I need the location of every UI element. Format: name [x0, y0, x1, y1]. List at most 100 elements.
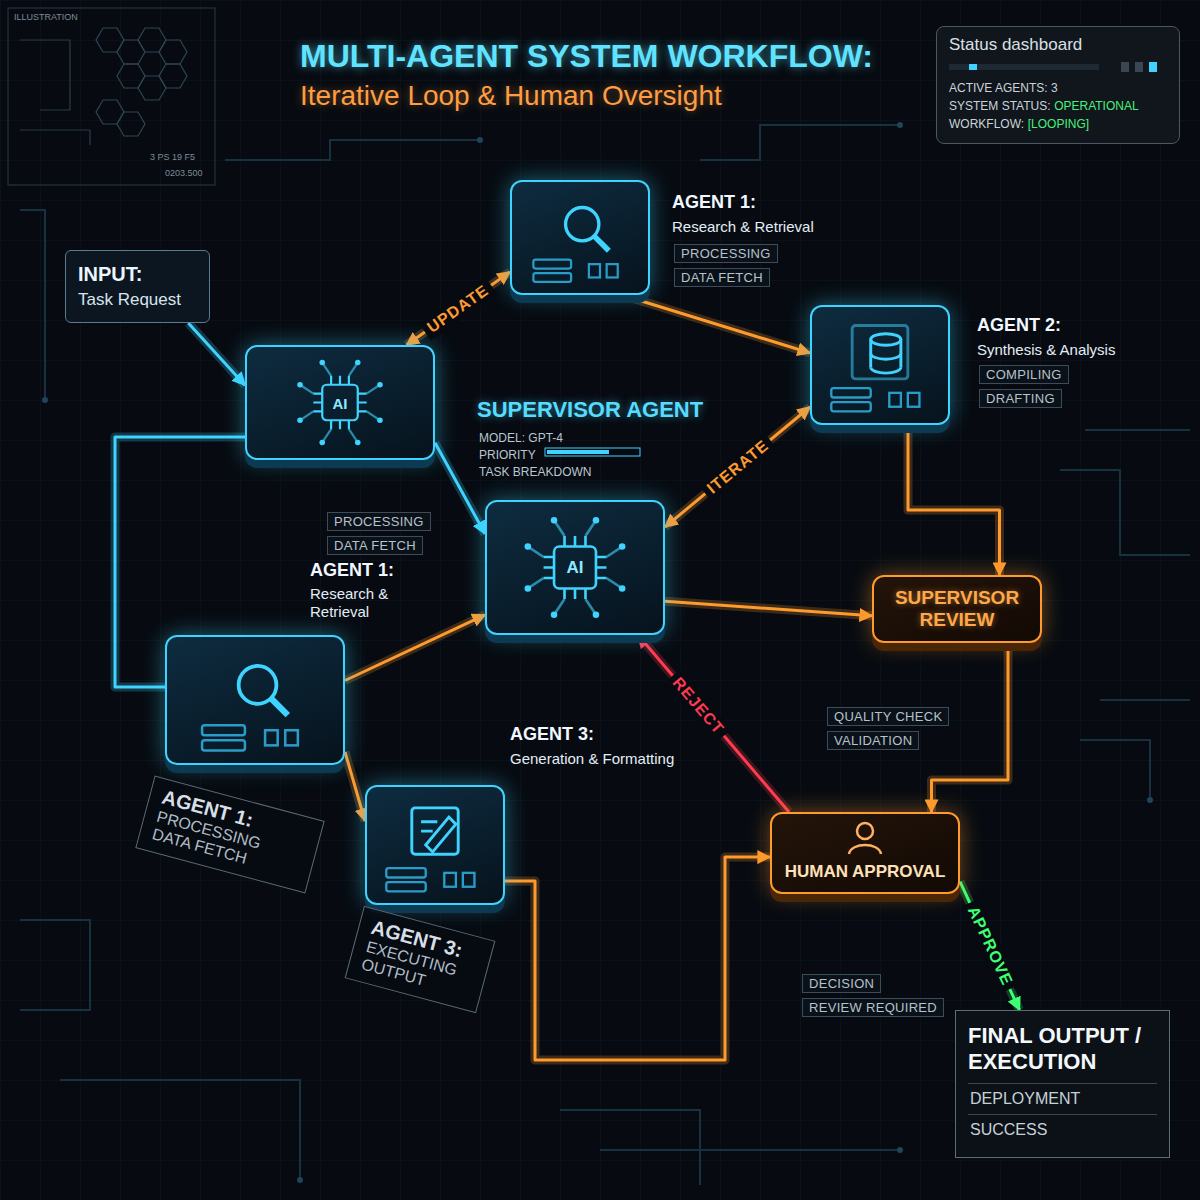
connector — [407, 272, 511, 345]
connector-glow — [665, 601, 872, 616]
chip-icon-part — [619, 585, 626, 592]
chip-icon-part — [544, 536, 607, 599]
circuit-traces — [20, 125, 1190, 1185]
chip-icon-part — [322, 385, 358, 421]
connector — [665, 407, 810, 527]
status-row: WORKFLOW:[LOOPING] — [949, 115, 1167, 133]
chip-icon-part — [319, 360, 325, 366]
connector-glow — [188, 323, 245, 385]
db-icon-part — [831, 388, 870, 397]
connector-glow — [908, 425, 1000, 575]
search-icon-part — [202, 740, 245, 750]
hexagon — [96, 28, 124, 52]
hub-cube: AI — [485, 500, 665, 635]
chip-icon-part — [297, 417, 303, 423]
search-icon-part — [239, 666, 277, 704]
status-tag: PROCESSING — [327, 512, 431, 531]
circuit-trace — [20, 920, 90, 1010]
circuit-trace — [700, 125, 900, 160]
check-tag: VALIDATION — [827, 731, 919, 750]
connector-glow — [960, 882, 1020, 1010]
decision-tag: DECISION — [802, 974, 881, 993]
chip-icon-part — [551, 517, 558, 524]
search-icon-part — [285, 730, 298, 745]
tilted-tag-block: AGENT 1:PROCESSINGDATA FETCH — [135, 776, 324, 894]
chip-icon-part — [525, 543, 532, 550]
hexagon — [117, 64, 145, 88]
supervisor-cube: AISUPERVISOR AGENTMODEL: GPT-4PRIORITYTA… — [245, 345, 435, 460]
decision-tag: REVIEW REQUIRED — [802, 998, 944, 1017]
chip-icon-part — [525, 585, 532, 592]
connector — [188, 323, 245, 385]
trace-dot — [1147, 797, 1153, 803]
connector-line — [407, 272, 511, 345]
connector-glow — [435, 443, 485, 534]
agent-heading: AGENT 2: — [977, 315, 1061, 336]
chip-icon-part — [377, 417, 383, 423]
approval-box: HUMAN APPROVALDECISIONREVIEW REQUIRED — [770, 812, 960, 894]
agent-cube: AGENT 1:Research & RetrievalPROCESSINGDA… — [510, 180, 650, 295]
connector — [908, 425, 1000, 575]
connector — [435, 443, 485, 534]
agent-role: Research & Retrieval — [672, 218, 814, 236]
hexagon — [117, 40, 145, 64]
pen-icon-part — [412, 808, 458, 854]
chip-icon-part — [355, 360, 361, 366]
pen-icon — [367, 787, 503, 903]
hexagon — [96, 100, 124, 124]
circuit-trace — [560, 1110, 900, 1185]
connector-line — [345, 752, 365, 821]
search-icon-part — [265, 730, 278, 745]
trace-dot — [42, 397, 48, 403]
connector-line — [638, 635, 789, 812]
figure-code: 3 PS 19 F5 — [150, 152, 195, 162]
connector — [932, 643, 1009, 812]
output-line: DEPLOYMENT — [968, 1083, 1157, 1114]
search-icon-part — [589, 264, 600, 277]
watermark-text: ILLUSTRATION — [14, 12, 78, 22]
figure-code: 0203.500 — [165, 168, 203, 178]
connector-glow — [505, 857, 770, 1060]
db-icon-part — [831, 388, 919, 411]
status-value: [LOOPING] — [1028, 117, 1089, 131]
agent-cube: AGENT 3:Generation & FormattingAGENT 3:E… — [365, 785, 505, 905]
agent-role: Synthesis & Analysis — [977, 341, 1115, 359]
pen-icon-part — [463, 873, 475, 887]
search-icon-part — [607, 264, 618, 277]
review-heading: SUPERVISOR REVIEW — [884, 587, 1030, 631]
chip-icon-part — [528, 520, 622, 614]
chip-icon-part — [297, 360, 382, 445]
spec-line: MODEL: GPT-4 — [479, 431, 563, 445]
db-icon-part — [908, 393, 920, 407]
chip-icon-part — [593, 611, 600, 618]
connector-glow — [345, 752, 365, 821]
connector — [622, 295, 810, 353]
dash-graphic-part — [1135, 62, 1143, 72]
agent-cube: AGENT 2:Synthesis & AnalysisCOMPILINGDRA… — [810, 305, 950, 425]
search-icon-part — [566, 208, 609, 251]
person-graphic-part — [857, 823, 873, 839]
subtitle: Iterative Loop & Human Oversight — [300, 80, 722, 112]
input-box: INPUT:Task Request — [65, 250, 210, 323]
illustration-trace — [20, 40, 90, 145]
status-panel: Status dashboardACTIVE AGENTS: 3SYSTEM S… — [936, 26, 1180, 144]
chip-label: AI — [333, 394, 348, 411]
agent-heading: AGENT 1: — [672, 192, 756, 213]
hexagon — [159, 64, 187, 88]
agent-role: Research & Retrieval — [310, 585, 425, 621]
tilted-tag-block: AGENT 3:EXECUTINGOUTPUT — [345, 906, 496, 1014]
chip-icon-part — [300, 363, 380, 443]
edge-label: UPDATE — [420, 277, 497, 340]
person-graphic — [845, 820, 885, 856]
diagram-title: MULTI-AGENT SYSTEM WORKFLOW: — [300, 38, 873, 75]
status-tag: PROCESSING — [674, 244, 778, 263]
review-box: SUPERVISOR REVIEWQUALITY CHECKVALIDATION — [872, 575, 1042, 643]
search-icon-part — [202, 725, 298, 750]
db-icon-part — [831, 402, 870, 411]
connector-line — [435, 443, 485, 534]
search-icon-part — [533, 260, 571, 269]
circuit-trace — [1085, 429, 1190, 431]
db-icon-part — [852, 326, 908, 379]
status-tag: DRAFTING — [979, 389, 1062, 408]
